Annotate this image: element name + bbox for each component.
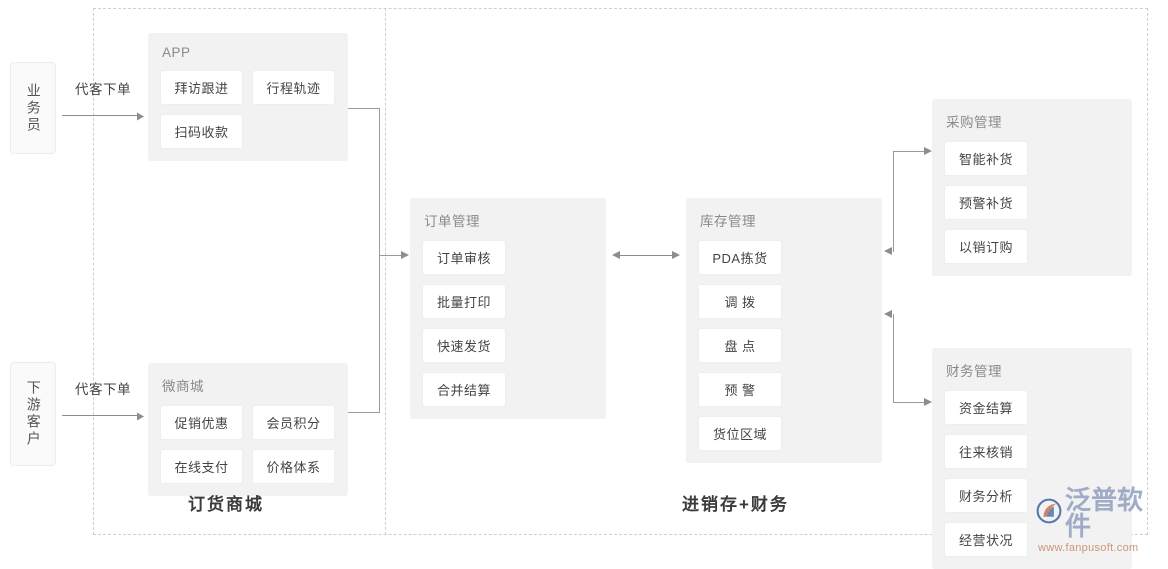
panel-app: APP 拜访跟进 行程轨迹 扫码收款 — [148, 33, 348, 161]
chip-group-app: 拜访跟进 行程轨迹 扫码收款 — [160, 70, 336, 149]
arrow-head-right-icon — [672, 251, 680, 259]
arrow-head-icon — [924, 398, 932, 406]
chip-group-micro-mall: 促销优惠 会员积分 在线支付 价格体系 — [160, 405, 336, 484]
chip-order-review[interactable]: 订单审核 — [422, 240, 506, 275]
chip-storage-location[interactable]: 货位区域 — [698, 416, 782, 451]
arrow-head-icon — [884, 247, 892, 255]
chip-app-scan-payment[interactable]: 扫码收款 — [160, 114, 243, 149]
chip-business-status[interactable]: 经营状况 — [944, 522, 1028, 557]
chip-fast-shipping[interactable]: 快速发货 — [422, 328, 506, 363]
arrow-head-icon — [137, 412, 144, 421]
panel-title-micro-mall: 微商城 — [162, 379, 204, 394]
watermark-row: 泛普软件 — [1036, 487, 1168, 539]
fanpu-logo-icon — [1036, 498, 1062, 529]
panel-micro-mall: 微商城 促销优惠 会员积分 在线支付 价格体系 — [148, 363, 348, 496]
panel-finance-management: 财务管理 资金结算 往来核销 财务分析 经营状况 — [932, 348, 1132, 569]
chip-app-travel-track[interactable]: 行程轨迹 — [252, 70, 335, 105]
panel-inventory-management: 库存管理 PDA拣货 调 拨 盘 点 预 警 货位区域 — [686, 198, 882, 463]
actor-box-downstream-customer: 下游客户 — [10, 362, 56, 466]
flow-arrow-customer-to-mall: 代客下单 — [62, 378, 144, 424]
chip-group-finance-management: 资金结算 往来核销 财务分析 经营状况 — [944, 390, 1120, 557]
panel-title-order-management: 订单管理 — [424, 214, 480, 229]
arrow-head-icon — [401, 251, 409, 259]
outer-dashed-boundary — [93, 8, 1148, 535]
chip-mall-price-system[interactable]: 价格体系 — [252, 449, 335, 484]
chip-mall-online-payment[interactable]: 在线支付 — [160, 449, 243, 484]
actor-label-downstream-customer: 下游客户 — [25, 380, 42, 448]
panel-title-app: APP — [162, 45, 191, 60]
arrow-shaft — [62, 415, 137, 416]
arrow-shaft — [620, 255, 672, 256]
panel-title-purchase-management: 采购管理 — [946, 115, 1002, 130]
flow-arrow-label-order-on-behalf-bottom: 代客下单 — [75, 382, 131, 397]
panel-order-management: 订单管理 订单审核 批量打印 快速发货 合并结算 — [410, 198, 606, 419]
chip-financial-analysis[interactable]: 财务分析 — [944, 478, 1028, 513]
double-arrow-order-inventory — [612, 251, 680, 260]
chip-stocktaking[interactable]: 盘 点 — [698, 328, 782, 363]
panel-title-finance-management: 财务管理 — [946, 364, 1002, 379]
chip-fund-settlement[interactable]: 资金结算 — [944, 390, 1028, 425]
chip-transfer[interactable]: 调 拨 — [698, 284, 782, 319]
chip-mall-member-points[interactable]: 会员积分 — [252, 405, 335, 440]
flow-arrow-salesperson-to-app: 代客下单 — [62, 78, 144, 124]
chip-mall-promotion[interactable]: 促销优惠 — [160, 405, 243, 440]
zone-caption-ordering-mall: 订货商城 — [188, 495, 264, 514]
chip-order-by-sales[interactable]: 以销订购 — [944, 229, 1028, 264]
chip-alert-replenishment[interactable]: 预警补货 — [944, 185, 1028, 220]
arrow-shaft — [62, 115, 137, 116]
flow-arrow-label-order-on-behalf-top: 代客下单 — [75, 82, 131, 97]
chip-merge-settlement[interactable]: 合并结算 — [422, 372, 506, 407]
watermark-brand-text: 泛普软件 — [1065, 485, 1144, 541]
arrow-head-icon — [884, 310, 892, 318]
bracket-stem — [380, 255, 403, 256]
chip-alert[interactable]: 预 警 — [698, 372, 782, 407]
chip-receivable-writeoff[interactable]: 往来核销 — [944, 434, 1028, 469]
chip-group-order-management: 订单审核 批量打印 快速发货 合并结算 — [422, 240, 594, 407]
chip-smart-replenishment[interactable]: 智能补货 — [944, 141, 1028, 176]
connector-inventory-to-purchase — [893, 151, 927, 252]
chip-app-visit-followup[interactable]: 拜访跟进 — [160, 70, 243, 105]
arrow-head-icon — [924, 147, 932, 155]
bracket-connector-frontend-to-order — [348, 108, 380, 413]
arrow-head-left-icon — [612, 251, 620, 259]
zone-divider-dashed-line — [385, 8, 386, 535]
watermark-url-text: www.fanpusoft.com — [1038, 542, 1139, 554]
actor-box-salesperson: 业务员 — [10, 62, 56, 154]
chip-group-inventory-management: PDA拣货 调 拨 盘 点 预 警 货位区域 — [698, 240, 870, 451]
arrow-head-icon — [137, 112, 144, 121]
panel-purchase-management: 采购管理 智能补货 预警补货 以销订购 — [932, 99, 1132, 276]
connector-inventory-to-finance — [893, 314, 927, 403]
diagram-canvas: 业务员 下游客户 代客下单 代客下单 APP 拜访跟进 行程轨迹 扫码收款 微商… — [10, 8, 1148, 569]
chip-batch-print[interactable]: 批量打印 — [422, 284, 506, 319]
chip-pda-picking[interactable]: PDA拣货 — [698, 240, 782, 275]
chip-group-purchase-management: 智能补货 预警补货 以销订购 — [944, 141, 1120, 264]
panel-title-inventory-management: 库存管理 — [700, 214, 756, 229]
actor-label-salesperson: 业务员 — [25, 82, 42, 134]
watermark: 泛普软件 www.fanpusoft.com — [1036, 487, 1168, 554]
zone-caption-erp-finance: 进销存+财务 — [682, 495, 789, 514]
